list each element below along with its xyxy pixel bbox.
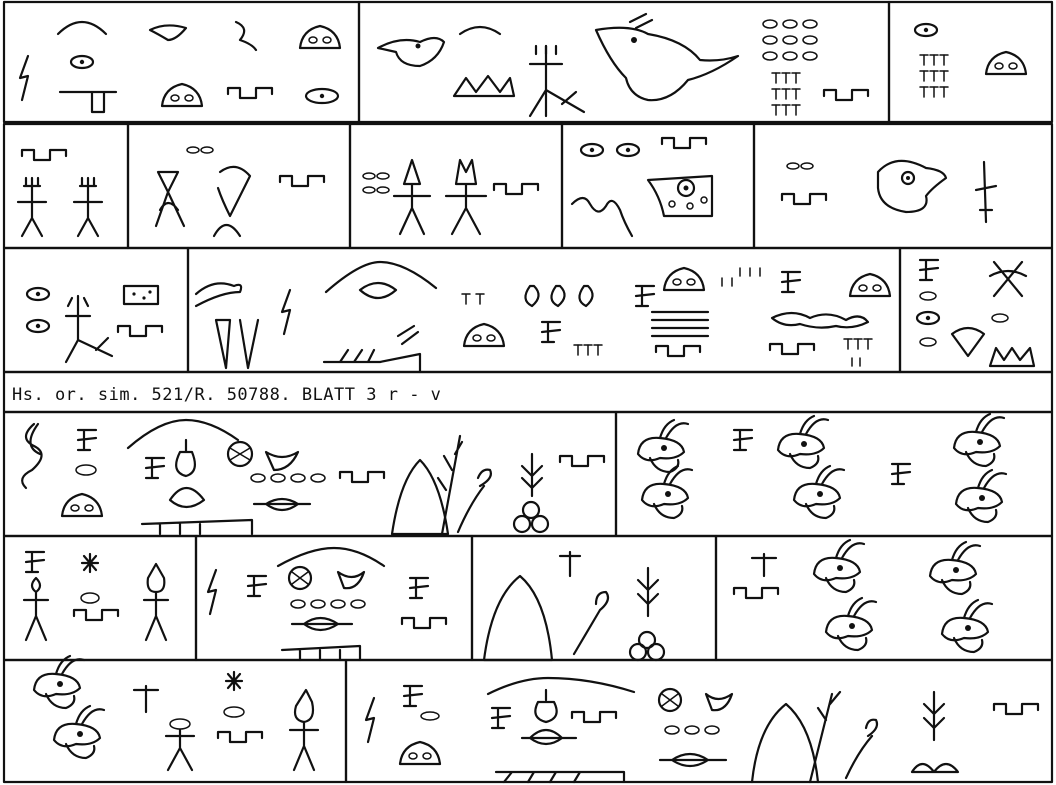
panel-row-5 (2, 534, 1054, 662)
panel-row-1 (2, 0, 1054, 124)
caption-strip: Hs. or. sim. 521/R. 50788. BLATT 3 r - v (2, 370, 1054, 414)
dot-grid-ovals (762, 19, 818, 61)
manuscript-caption: Hs. or. sim. 521/R. 50788. BLATT 3 r - v (12, 385, 441, 405)
panel-row-4 (2, 410, 1054, 538)
panel-row-2 (2, 122, 1054, 250)
panel-row-3 (2, 246, 1054, 374)
panel-row-6 (2, 654, 1054, 784)
